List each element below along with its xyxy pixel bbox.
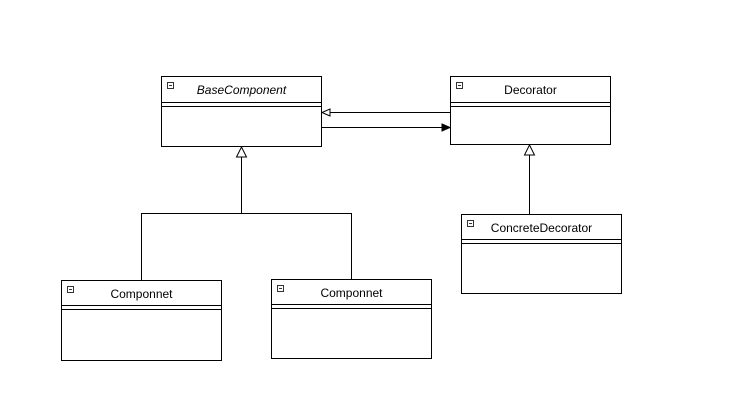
attributes-divider [462,239,621,240]
collapse-icon[interactable] [277,285,284,292]
collapse-icon[interactable] [67,286,74,293]
collapse-icon[interactable] [167,82,174,89]
attributes-divider [162,102,321,103]
class-componnet-left[interactable]: Componnet [61,280,222,361]
relation-componnet-right-to-basecomponent[interactable] [241,213,352,280]
class-componnet-right[interactable]: Componnet [271,279,432,359]
class-name: Componnet [110,287,173,301]
attributes-divider [451,102,610,103]
class-name: ConcreteDecorator [490,221,593,235]
attributes-divider [272,304,431,305]
class-name: Decorator [504,83,557,97]
class-name: BaseComponent [196,83,287,97]
collapse-icon[interactable] [467,220,474,227]
relation-componnet-left-to-basecomponent[interactable] [141,213,242,281]
operations-divider [272,308,431,309]
class-basecomponent[interactable]: BaseComponent [161,76,322,147]
operations-divider [162,106,321,107]
class-name: Componnet [320,286,383,300]
class-concretedecorator[interactable]: ConcreteDecorator [461,214,622,294]
attributes-divider [62,305,221,306]
collapse-icon[interactable] [456,82,463,89]
operations-divider [451,106,610,107]
operations-divider [462,243,621,244]
class-decorator[interactable]: Decorator [450,76,611,145]
operations-divider [62,309,221,310]
